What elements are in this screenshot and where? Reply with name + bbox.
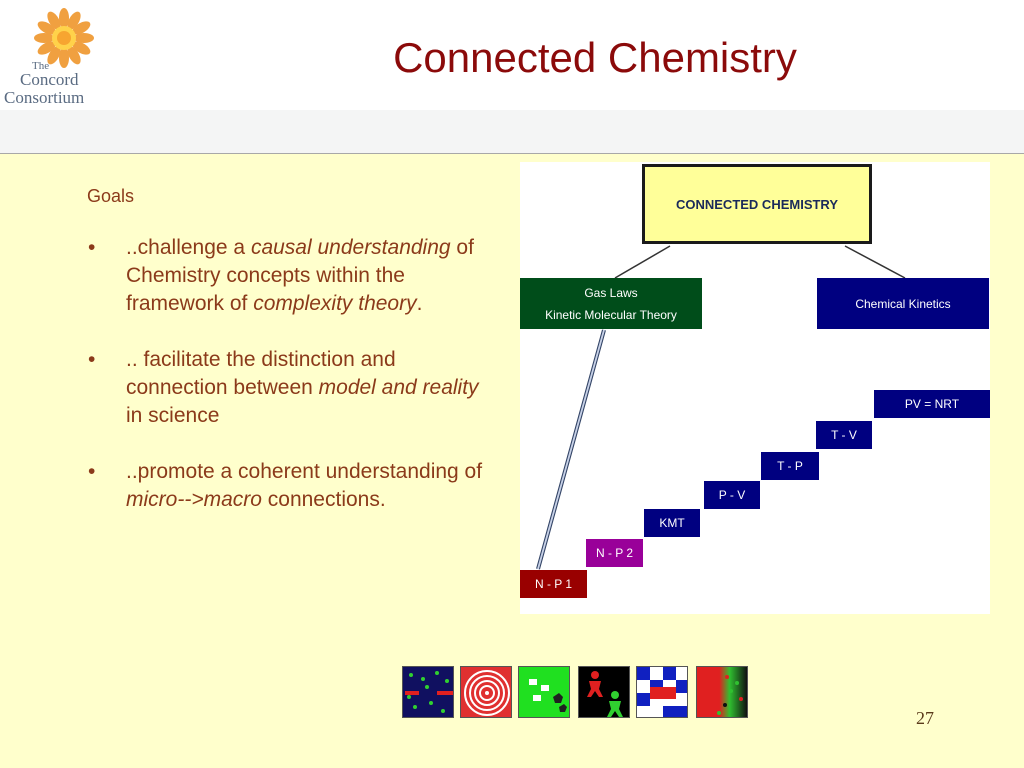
bullet-dot: • [88,460,96,483]
step-np2: N - P 2 [586,539,643,567]
bullet-item: • ..challenge a causal understanding of C… [86,234,496,318]
bullet-text: ..promote a coherent understanding of mi… [126,460,482,511]
bullet-segment: ..promote a coherent understanding of [126,460,483,483]
logo-word-concord: Concord [20,70,79,89]
page-number: 27 [916,708,934,728]
bullet-segment: .. facilitate the distinction and connec… [126,348,396,399]
bullet-text: ..challenge a causal understanding of Ch… [126,236,474,315]
slide-header: The Concord Consortium Connected Chemist… [0,0,1024,110]
bullet-dot: • [88,348,96,371]
step-pv: P - V [704,481,760,509]
bullet-item: • ..promote a coherent understanding of m… [86,458,496,514]
bullet-item: • .. facilitate the distinction and conne… [86,346,496,430]
gas-laws-box: Gas Laws Kinetic Molecular Theory [520,278,702,329]
slide-title: Connected Chemistry [393,34,797,81]
sheep-wolves-icon [518,666,570,718]
bullet-segment-italic: micro-->macro [126,488,262,511]
people-figures-icon [578,666,630,718]
connector-main-to-kinetics [844,245,906,279]
goals-bullet-list: • ..challenge a causal understanding of C… [86,234,496,542]
kinetic-molecular-theory-label: Kinetic Molecular Theory [545,307,677,322]
logo-word-the: The [32,60,50,72]
bullet-dot: • [88,236,96,259]
model-icons-row [402,666,752,720]
connected-chemistry-box: CONNECTED CHEMISTRY [642,164,872,244]
header-divider-band [0,110,1024,154]
connected-chemistry-diagram: CONNECTED CHEMISTRY Gas Laws Kinetic Mol… [520,162,990,614]
bullet-segment-italic: model and reality [318,376,479,399]
target-rings-icon [460,666,512,718]
red-green-diffusion-icon [696,666,748,718]
diagram-connector-lines [536,245,906,570]
bullet-segment: in science [126,404,220,427]
connector-main-to-gas [614,245,671,279]
step-tv: T - V [816,421,872,449]
step-pv-nrt: PV = NRT [874,390,990,418]
concord-consortium-logo: The Concord Consortium [4,8,108,107]
bullet-segment-italic: complexity theory [253,292,417,315]
logo-word-consortium: Consortium [4,88,85,107]
bullet-segment: . [416,292,423,315]
bullet-segment: ..challenge a [126,236,251,259]
connector-gas-to-np1-inner [537,329,605,570]
goals-label: Goals [87,186,135,206]
grid-cells-icon [636,666,688,718]
step-tp: T - P [761,452,819,480]
bullet-segment: of Chemistry concepts within the framewo… [126,236,474,315]
bullet-segment-italic: causal understanding [250,236,451,259]
gas-laws-label: Gas Laws [584,285,638,300]
bullet-segment: connections. [261,488,386,511]
chemical-kinetics-box: Chemical Kinetics [817,278,989,329]
step-kmt: KMT [644,509,700,537]
gas-particles-icon [402,666,454,718]
step-np1: N - P 1 [520,570,587,598]
bullet-text: .. facilitate the distinction and connec… [126,348,479,427]
sunflower-logo-icon [34,8,94,68]
